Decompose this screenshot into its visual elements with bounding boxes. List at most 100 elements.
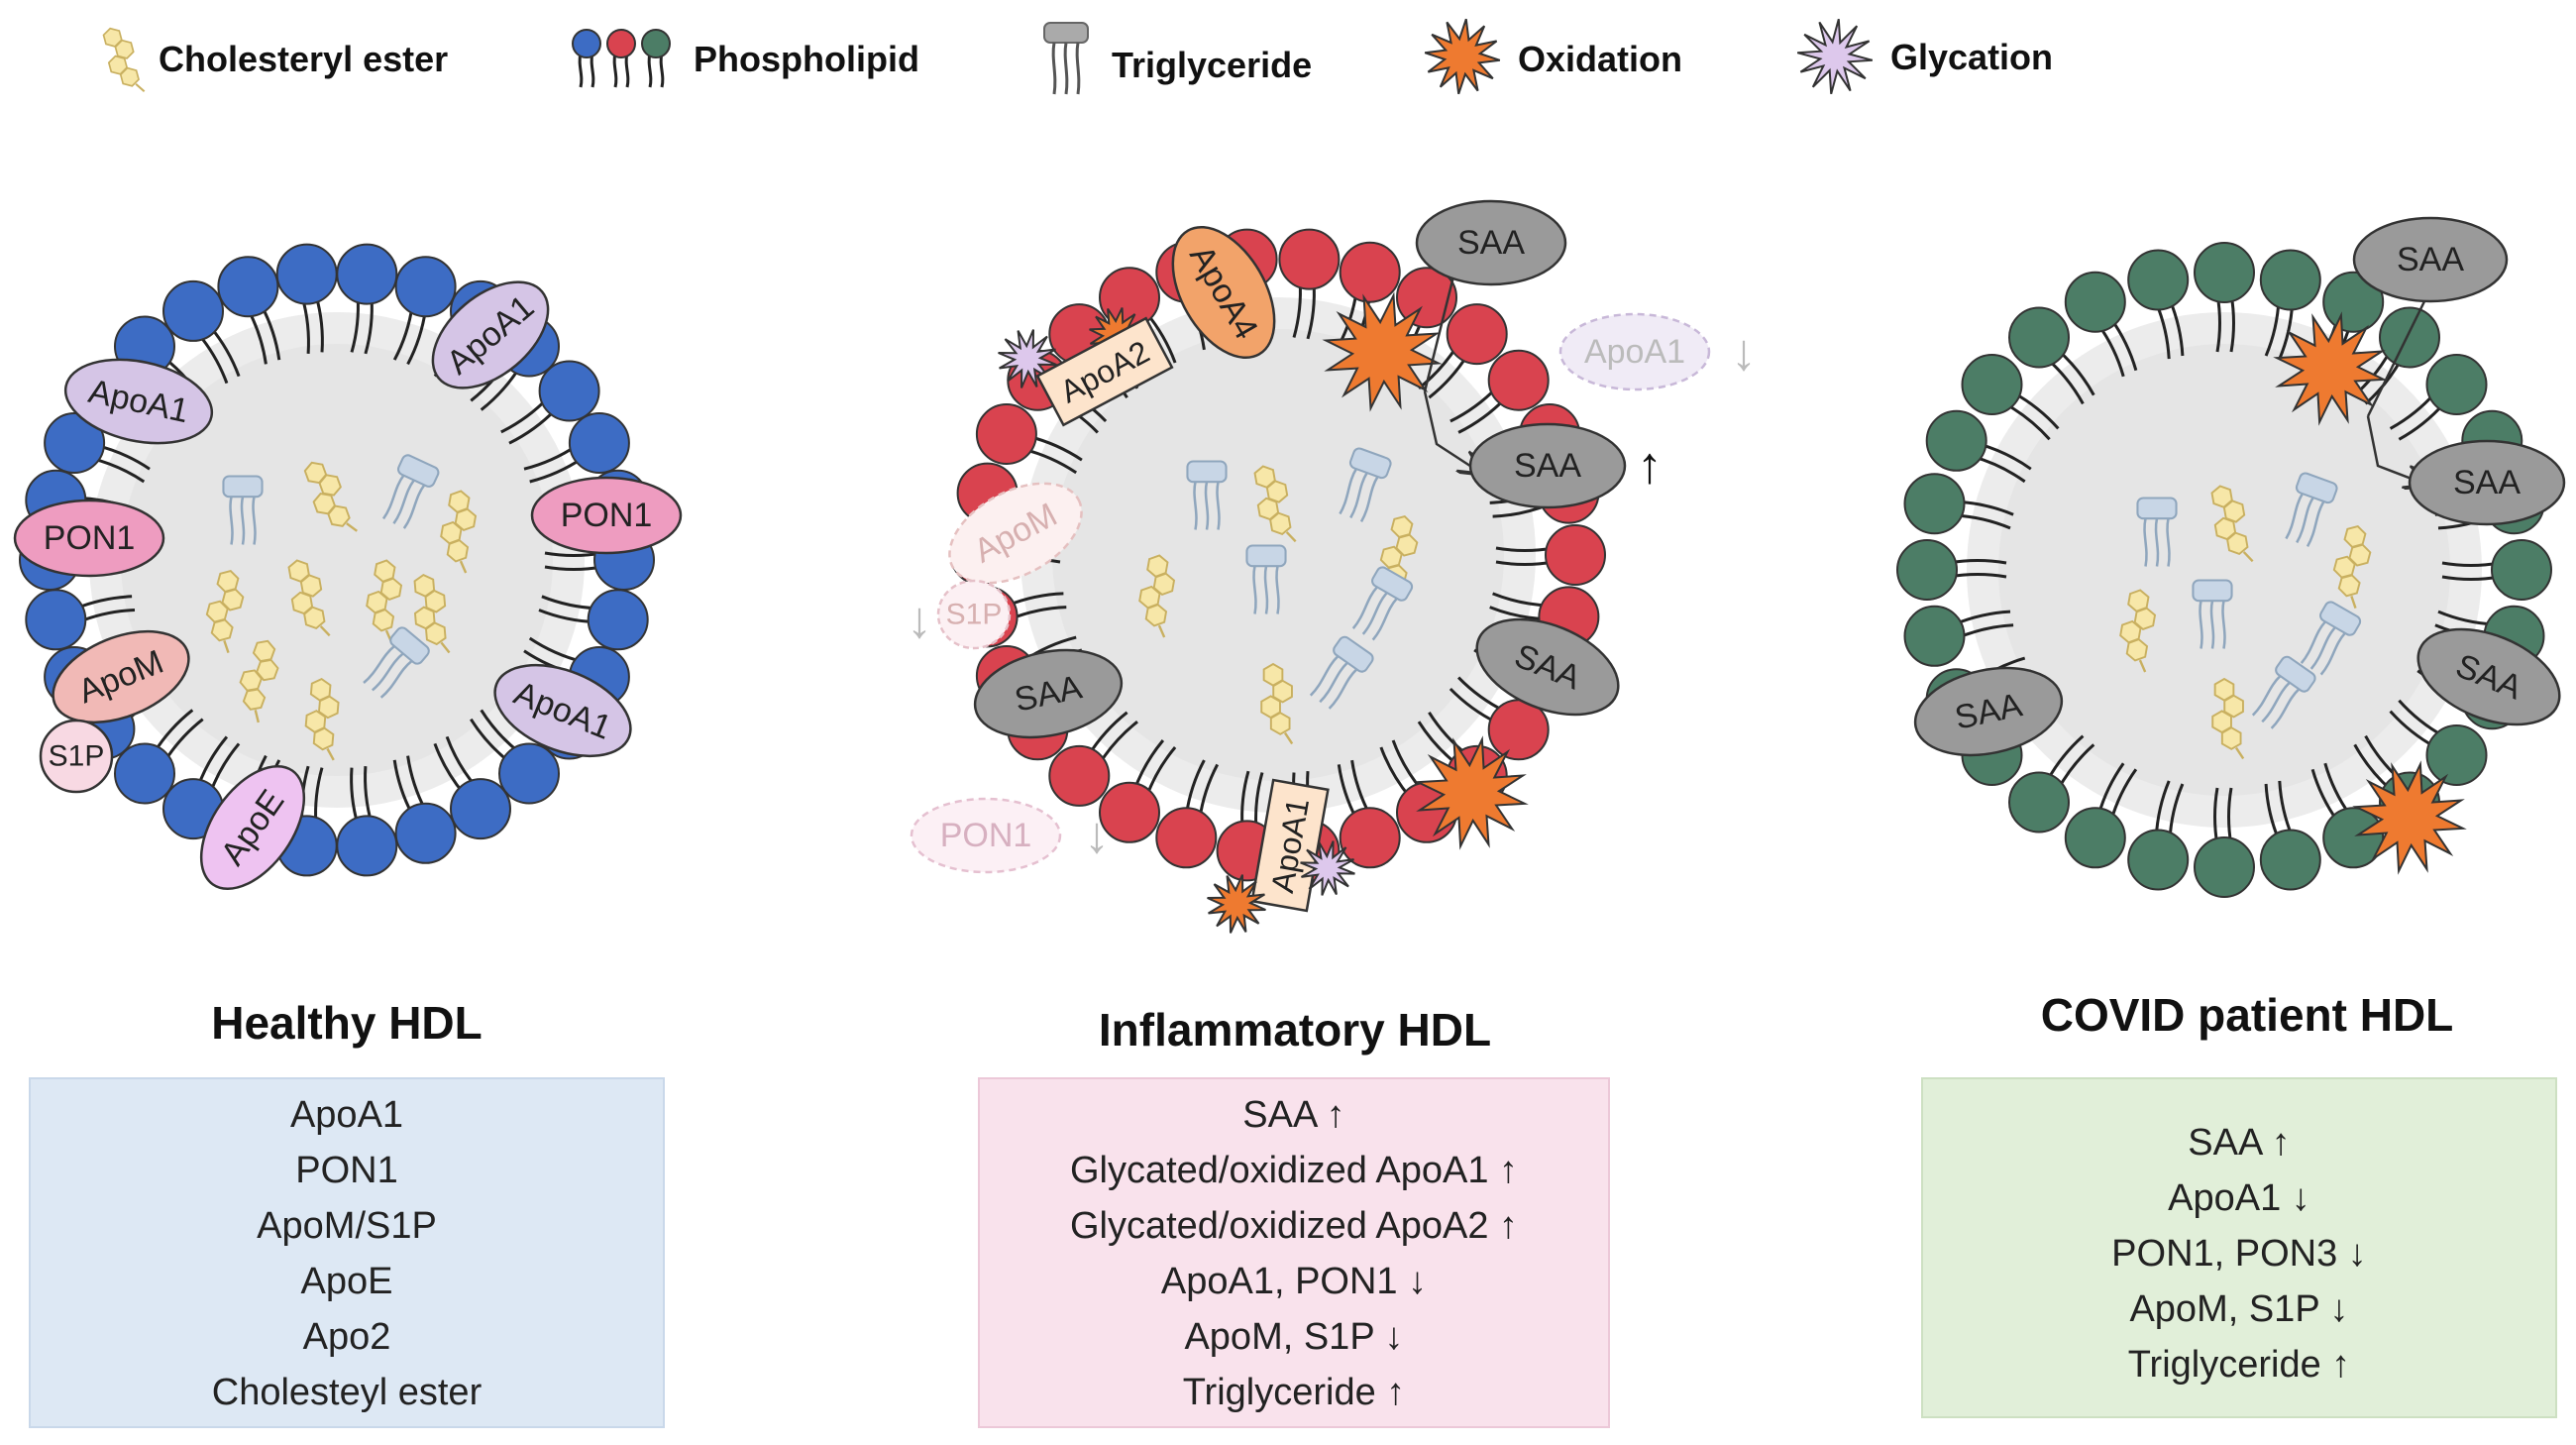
inflammatory-summary-list: SAA ↑Glycated/oxidized ApoA1 ↑Glycated/o… [1070, 1094, 1518, 1413]
cholesteryl-ester-icon [440, 490, 478, 574]
legend-phospholipid: Phospholipid [694, 39, 919, 79]
triglyceride-icon [2251, 655, 2316, 729]
summary-line: Glycated/oxidized ApoA1 ↑ [1070, 1150, 1518, 1191]
cholesteryl-ester-icon [287, 559, 331, 637]
summary-line: Triglyceride ↑ [1183, 1372, 1406, 1413]
legend-oxidation: Oxidation [1518, 39, 1682, 79]
covid-summary-list: SAA ↑ApoA1 ↓PON1, PON3 ↓ApoM, S1P ↓Trigl… [2111, 1122, 2367, 1386]
summary-line: SAA ↑ [2188, 1122, 2291, 1164]
summary-line: SAA ↑ [1242, 1094, 1345, 1136]
triglyceride-icon [1309, 635, 1374, 710]
phospholipid-head [1903, 473, 1966, 535]
oxidation-marker [2273, 311, 2388, 426]
covid-proteins: SAA SAA SAA SAA [1913, 216, 2566, 757]
triglyceride-icon [1245, 544, 1287, 614]
triglyceride-icon [2285, 472, 2338, 547]
cholesteryl-ester-icon [1260, 662, 1294, 745]
saa-protein [2408, 439, 2566, 526]
phospholipid-head [1048, 744, 1111, 807]
saa-insertion-arrow [1423, 390, 1479, 472]
summary-line: PON1, PON3 ↓ [2111, 1233, 2367, 1275]
summary-line: ApoM/S1P [257, 1205, 437, 1247]
apoa2-protein [1035, 316, 1174, 427]
glycation-marker [1300, 840, 1355, 896]
saa-label: SAA [2453, 464, 2521, 501]
phospholipid-head [2194, 242, 2255, 303]
summary-line: Triglyceride ↑ [2128, 1344, 2351, 1386]
apoa4-protein [1171, 225, 1276, 360]
phospholipid-head [1396, 267, 1457, 329]
phospholipid-head [217, 256, 279, 318]
saa-protein [1913, 666, 2064, 757]
legend-triglyceride: Triglyceride [1112, 45, 1312, 85]
apom-protein [52, 629, 190, 724]
saa-label: SAA [1457, 224, 1525, 262]
phospholipid-head [1903, 605, 1966, 667]
healthy-hdl-title: Healthy HDL [211, 997, 482, 1049]
cholesteryl-ester-icon [413, 574, 451, 654]
summary-line: ApoA1, PON1 ↓ [1161, 1261, 1427, 1302]
legend: Cholesteryl ester Phospholipid Triglycer… [102, 18, 2053, 95]
inflammatory-summary-box [978, 1077, 1610, 1428]
phospholipid-head [2259, 829, 2321, 891]
cholesteryl-ester-icon [2119, 589, 2157, 673]
phospholipid-head [2322, 271, 2385, 333]
phospholipid-head [1446, 303, 1508, 366]
phospholipid-head [2127, 249, 2190, 311]
phospholipid-head [1339, 241, 1401, 303]
oxidation-marker [1414, 735, 1529, 850]
legend-glycation: Glycation [1890, 37, 2053, 77]
saa-protein [2416, 627, 2561, 726]
phospholipid-head [2425, 724, 2488, 786]
healthy-summary-box [29, 1077, 665, 1428]
cholesteryl-ester-legend-icon [102, 27, 146, 93]
saa-protein [973, 648, 1124, 739]
oxidation-icon [1424, 18, 1501, 95]
triglyceride-icon [1186, 460, 1228, 530]
phospholipid-head [2491, 539, 2552, 601]
pon1-label: PON1 [44, 519, 136, 557]
inflammatory-proteins: ApoA4 ApoA2 SAA SAA ↑ ApoA1 ↓ ApoM [907, 199, 1757, 934]
particle-core [121, 344, 553, 776]
phospholipid-legend-icon [572, 29, 671, 88]
s1p-label: S1P [49, 740, 105, 773]
cholesteryl-ester-icon [2211, 677, 2245, 760]
phospholipid-head [1487, 349, 1550, 411]
summary-line: Cholesteyl ester [212, 1372, 483, 1413]
covid-hdl-title: COVID patient HDL [2041, 989, 2454, 1041]
saa-increase-arrow: ↑ [1637, 437, 1663, 495]
phospholipid-head [336, 243, 398, 305]
inflammatory-hdl-title: Inflammatory HDL [1099, 1004, 1491, 1056]
phospholipid-head [568, 412, 630, 474]
cholesteryl-ester-icon [2332, 524, 2372, 610]
s1p-faded-molecule [936, 579, 1012, 650]
phospholipid-head [2379, 306, 2440, 369]
oxidation-marker [1207, 874, 1266, 934]
pon1-faded-protein [910, 797, 1062, 874]
covid-summary-box [1921, 1077, 2557, 1418]
phospholipid-head [2194, 836, 2255, 898]
apoa1-protein [493, 663, 632, 758]
pon1-protein [530, 476, 683, 555]
pon1-label: PON1 [561, 497, 653, 534]
apom-faded-protein [948, 482, 1083, 585]
summary-line: ApoM, S1P ↓ [1184, 1316, 1403, 1358]
glycation-legend-icon [1796, 18, 1874, 95]
triglyceride-icon [363, 626, 430, 699]
phospholipid-head [1545, 524, 1606, 586]
triglyceride-icon [1339, 447, 1392, 522]
cholesteryl-ester-icon [239, 639, 279, 723]
apoa1-protein [63, 358, 214, 445]
phospholipid-head [587, 589, 649, 651]
saa-pointer-line [1423, 272, 1456, 392]
phospholipid-head [450, 778, 511, 840]
phospholipid-head [2064, 807, 2126, 869]
saa-protein [1475, 617, 1620, 717]
triglyceride-icon [381, 454, 440, 529]
apoa1-faded-protein [1558, 312, 1711, 391]
apoe-protein [199, 764, 306, 891]
saa-label: SAA [2397, 241, 2464, 278]
phospholipid-head [975, 403, 1037, 465]
